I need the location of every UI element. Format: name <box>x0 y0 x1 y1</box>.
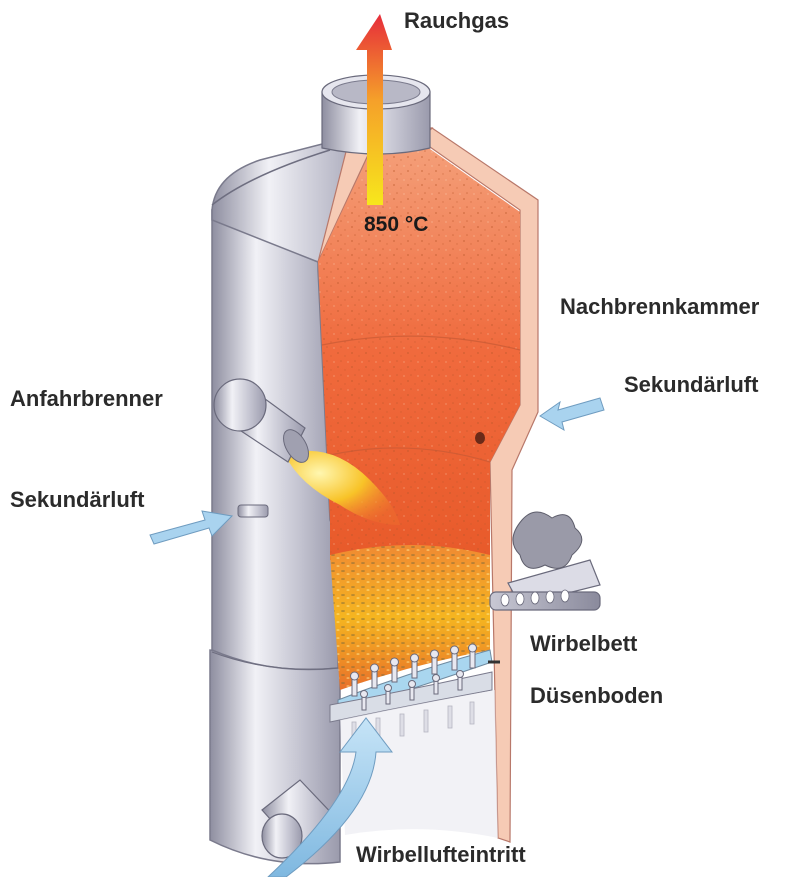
label-secondary-air-right: Sekundärluft <box>624 374 758 396</box>
label-afterburner-chamber: Nachbrennkammer <box>560 296 759 318</box>
label-nozzle-floor: Düsenboden <box>530 685 663 707</box>
waste-material-icon <box>513 512 582 568</box>
secondary-air-arrow-right <box>540 398 604 430</box>
label-fluidized-bed: Wirbelbett <box>530 633 637 655</box>
inspection-port <box>475 432 485 444</box>
label-secondary-air-left: Sekundärluft <box>10 489 144 511</box>
label-fluid-air-inlet: Wirbellufteintritt <box>356 844 526 866</box>
secondary-air-nozzle-left <box>238 505 268 517</box>
label-temperature: 850 °C <box>364 214 428 235</box>
label-startup-burner: Anfahrbrenner <box>10 388 163 410</box>
label-flue-gas: Rauchgas <box>404 10 509 32</box>
